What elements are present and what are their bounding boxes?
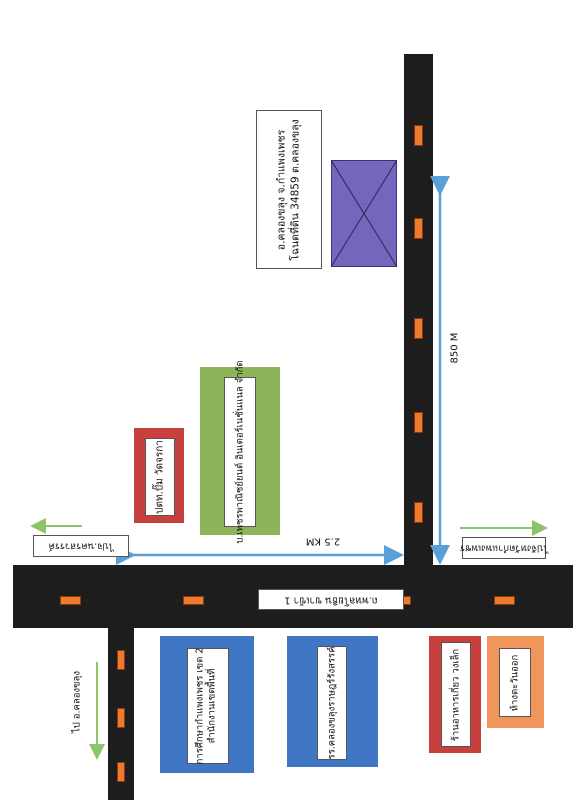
- green-building: บ.เพชรพาณิชย์ยนต์ อินเตอร์เนชั่นแนล จำกั…: [200, 360, 280, 544]
- lane-dash: [414, 318, 423, 339]
- distance-label-vertical: 850 M: [449, 332, 461, 364]
- lane-dash: [414, 218, 423, 239]
- land-plot-title: โฉนดที่ดิน 34859 ต.คลองขลุง อ.คลองขลุง จ…: [256, 110, 322, 269]
- education-office-building: สำนักงานเขตพื้นที่ การศึกษากำแพงเพชร เขต…: [160, 636, 254, 773]
- direction-label-left: ไปจ.นครสวรรค์: [33, 535, 129, 557]
- green-building-label: บ.เพชรพาณิชย์ยนต์ อินเตอร์เนชั่นแนล จำกั…: [224, 360, 256, 544]
- land-plot-marker: [331, 160, 397, 267]
- lane-dash: [414, 125, 423, 146]
- lane-dash: [117, 762, 125, 782]
- direction-label-down: ไป อ.คลองขลุง: [71, 670, 83, 734]
- lane-dash: [414, 412, 423, 433]
- lane-dash: [414, 502, 423, 523]
- school-building: รร.คลองขลุงราษฎร์รังสรรค์: [287, 636, 378, 767]
- education-office-label: สำนักงานเขตพื้นที่ การศึกษากำแพงเพชร เขต…: [187, 648, 229, 764]
- school-label: รร.คลองขลุงราษฎร์รังสรรค์: [317, 646, 347, 760]
- gas-station-label: ปตท.ปั๊ม วัดจรกา: [145, 438, 175, 516]
- lane-dash: [183, 596, 204, 605]
- restaurant-label: ร้านอาหารเกี่ยว วงเล็ก: [441, 642, 471, 747]
- department-store-building: ห้างตะวันออก: [487, 636, 544, 728]
- distance-label-horizontal: 2.5 KM: [305, 535, 341, 547]
- restaurant-building: ร้านอาหารเกี่ยว วงเล็ก: [429, 636, 481, 753]
- lane-dash: [117, 650, 125, 670]
- lane-dash: [494, 596, 515, 605]
- gas-station-building: ปตท.ปั๊ม วัดจรกา: [134, 428, 184, 523]
- road-name-label: ถ.พหลโยธิน ขาเข้า 1: [258, 589, 404, 610]
- department-store-label: ห้างตะวันออก: [499, 648, 531, 717]
- land-plot-icon: [331, 160, 397, 267]
- direction-label-right: ไปจังหวัดกำแพงเพชร: [460, 537, 548, 559]
- lane-dash: [117, 708, 125, 728]
- lane-dash: [60, 596, 81, 605]
